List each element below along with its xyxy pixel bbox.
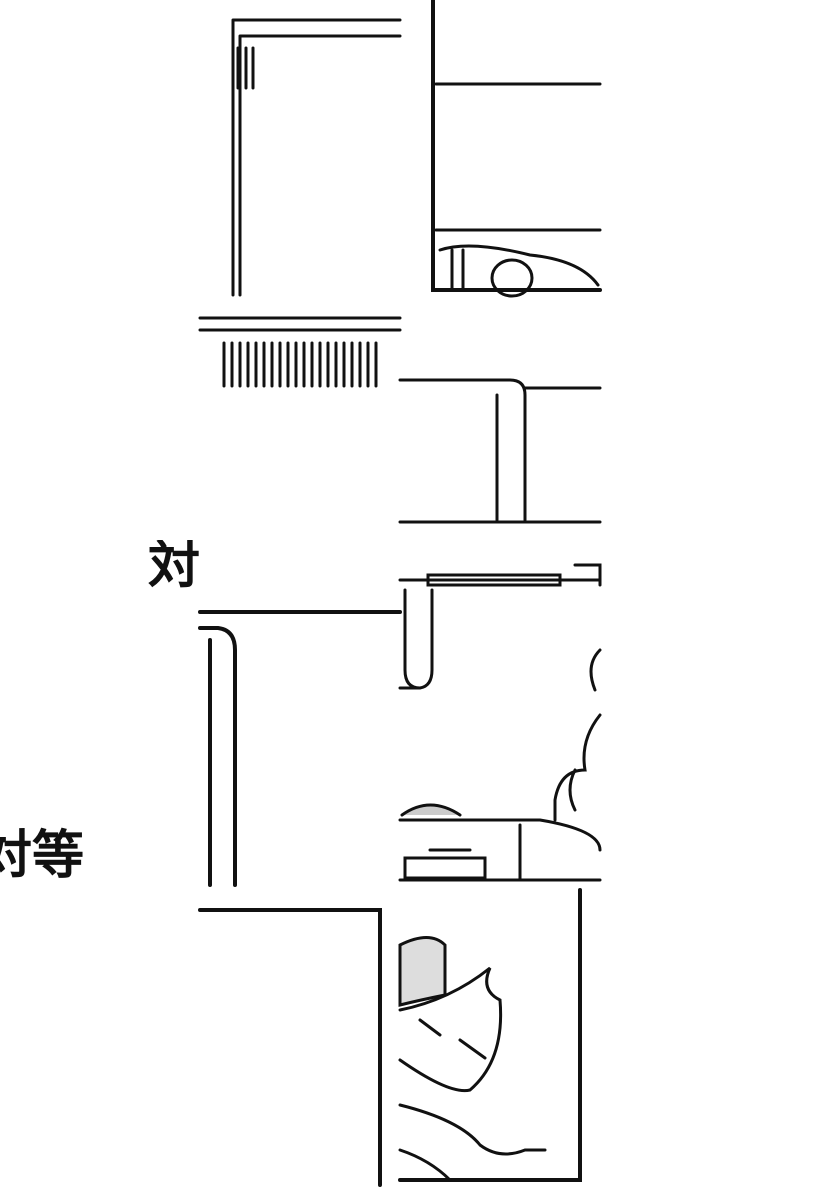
panel-middle-right: [398, 378, 602, 587]
panel-bottom: [198, 888, 582, 1187]
panel-lower-right: [398, 588, 602, 882]
caption-fragment-2: 対等: [0, 826, 85, 886]
hatching: [222, 341, 378, 388]
panel-middle-left: [198, 316, 402, 388]
panel-top-left: [231, 18, 402, 297]
caption-fragment-1: 対: [148, 540, 201, 590]
panel-top-right: [431, 0, 602, 298]
panel-lower-left: [198, 610, 402, 887]
